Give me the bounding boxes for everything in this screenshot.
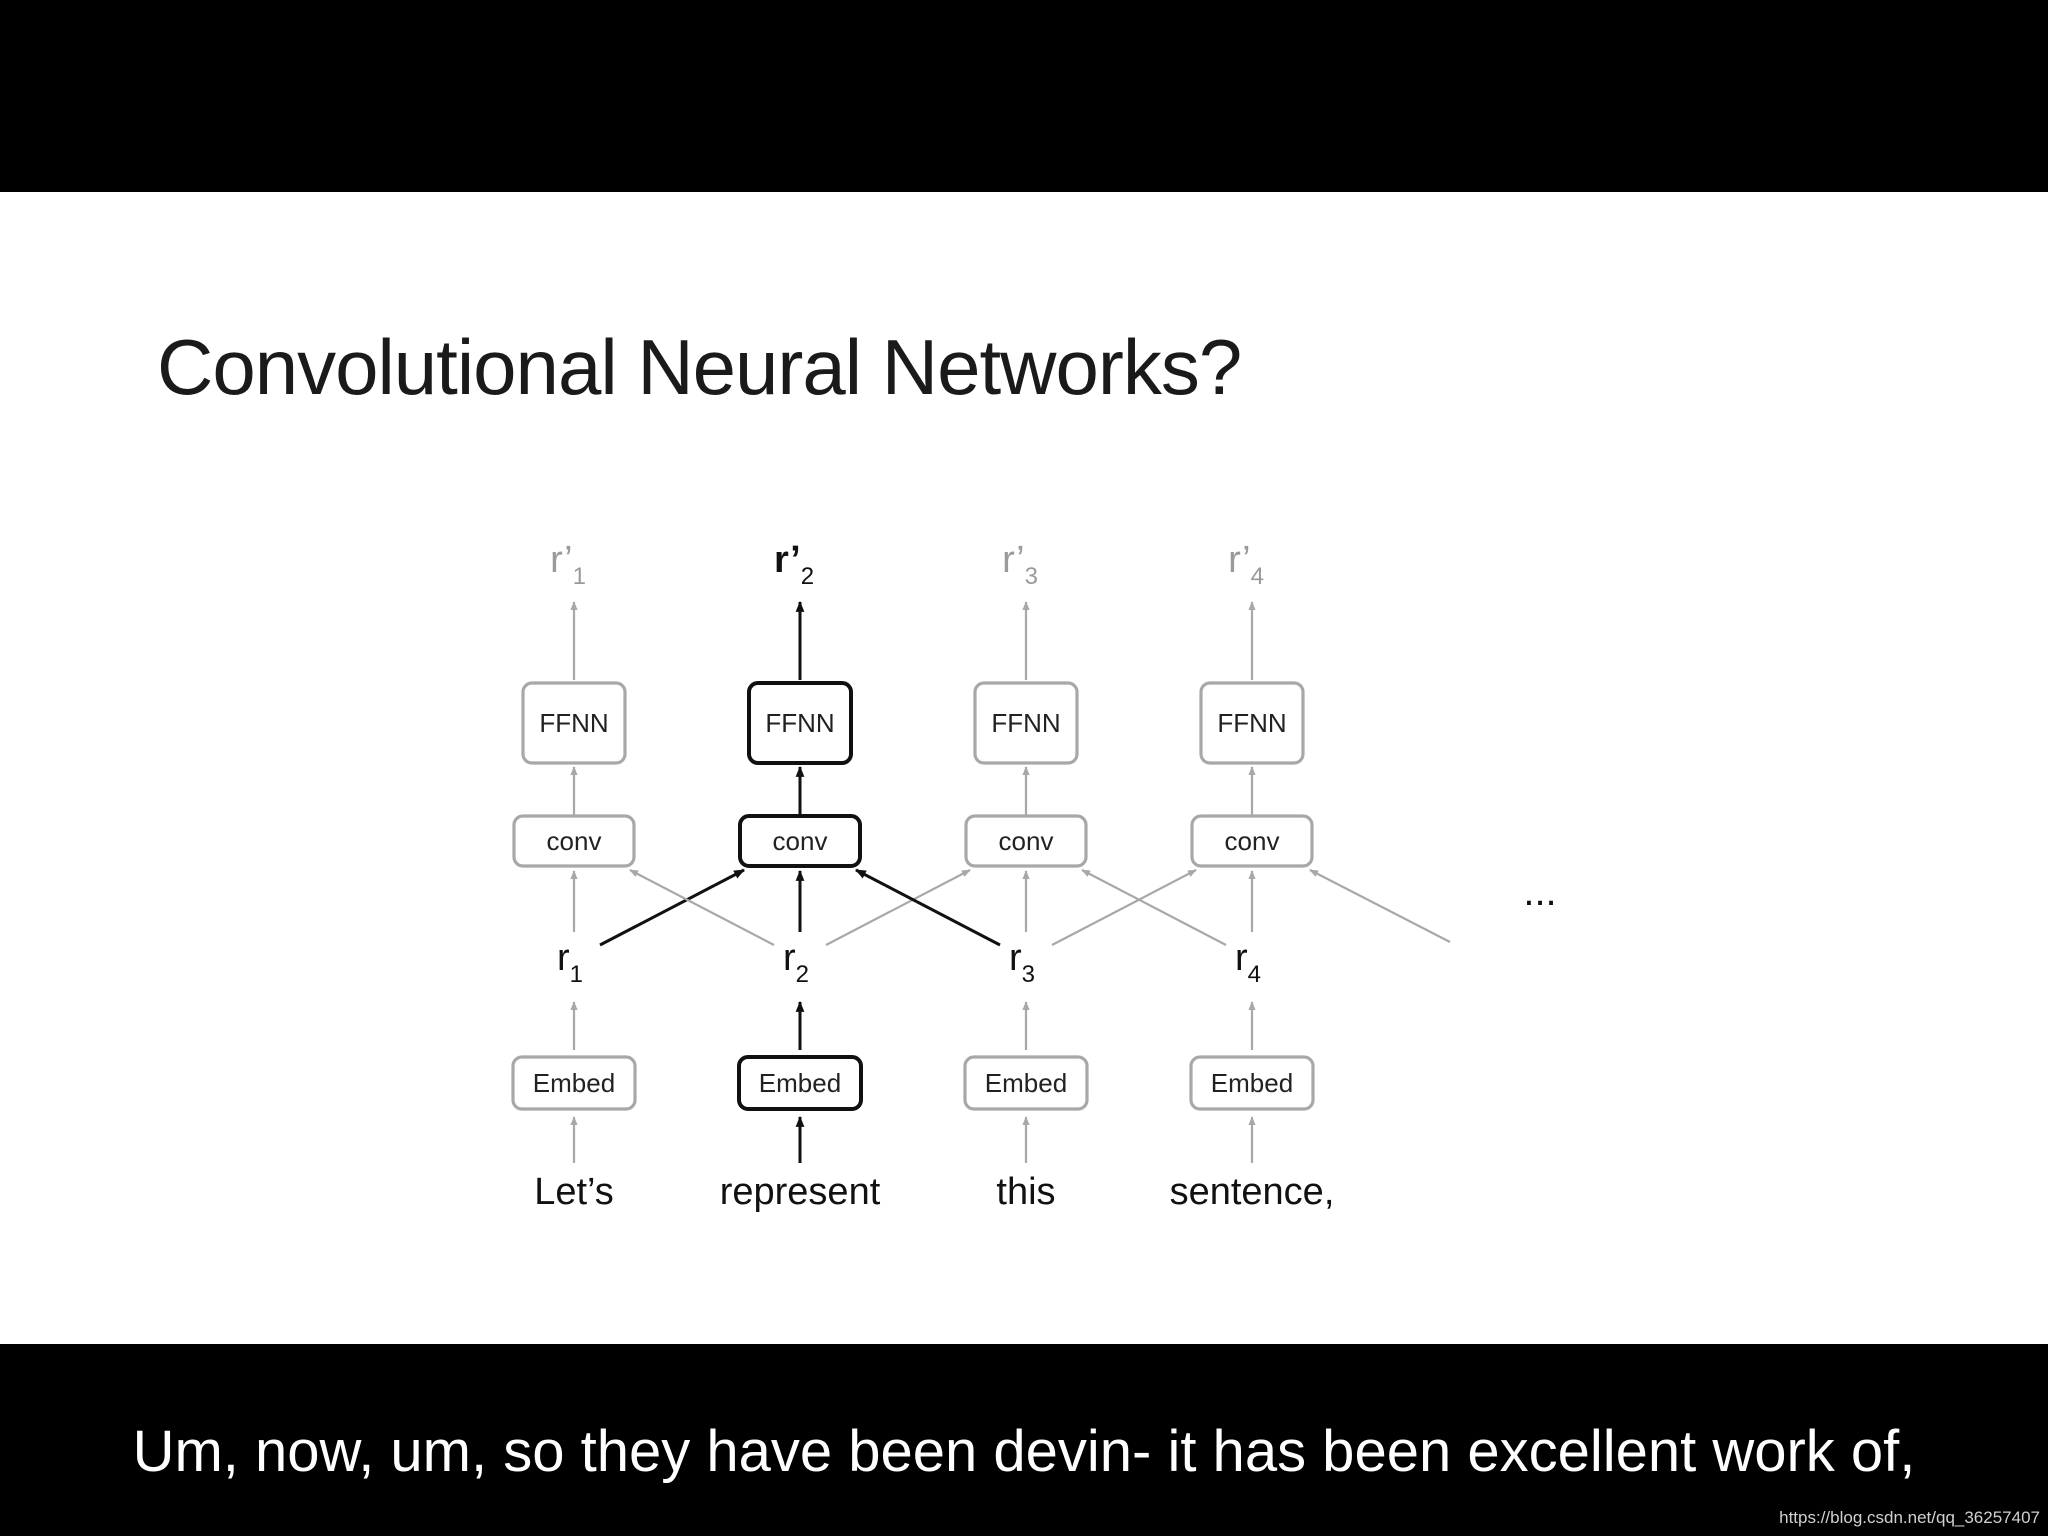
conv-box-1-label: conv [547,826,602,856]
conv-box-3-frame [964,814,1088,868]
output-r-prime-2: r’2 [774,539,814,590]
input-word-4: sentence, [1170,1171,1335,1213]
continuation-ellipsis: ... [1523,870,1556,914]
arrow-diag-r3-to-conv4 [1051,869,1197,946]
conv-box-1-frame [512,814,636,868]
embed-box-1-label: Embed [533,1068,615,1098]
conv-box-4-label: conv [1225,826,1280,856]
output-r-prime-1: r’1 [550,539,586,590]
subtitle-caption: Um, now, um, so they have been devin- it… [132,1419,1916,1484]
output-r-prime-3: r’3 [1002,539,1038,590]
embed-box-3-frame [963,1055,1089,1111]
ffnn-box-4-label: FFNN [1217,708,1286,738]
ffnn-box-2-label: FFNN [765,708,834,738]
ffnn-box-2-frame [747,681,853,765]
ffnn-box-4-frame [1199,681,1305,765]
input-word-1: Let’s [534,1171,614,1213]
embed-box-3: Embed [963,1055,1089,1111]
ffnn-box-3-frame [973,681,1079,765]
rep-r-2: r2 [783,937,809,988]
arrow-diag-r4-to-conv3 [1081,869,1227,946]
rep-r-3: r3 [1009,937,1035,988]
rep-r-4: r4 [1235,937,1261,988]
ffnn-box-1: FFNN [521,681,627,765]
conv-box-2-label: conv [773,826,828,856]
ffnn-box-2: FFNN [747,681,853,765]
watermark: https://blog.csdn.net/qq_36257407 [1779,1508,2040,1527]
embed-box-1: Embed [511,1055,637,1111]
ffnn-box-4: FFNN [1199,681,1305,765]
embed-box-2-label: Embed [759,1068,841,1098]
ffnn-box-1-frame [521,681,627,765]
conv-box-3-label: conv [999,826,1054,856]
embed-box-2: Embed [737,1055,863,1111]
conv-box-2: conv [738,814,862,868]
diagram-edges [570,600,1451,1163]
arrow-diag-r2-to-conv1 [629,869,775,946]
ffnn-box-3-label: FFNN [991,708,1060,738]
embed-box-4-frame [1189,1055,1315,1111]
conv-box-1: conv [512,814,636,868]
conv-box-4: conv [1190,814,1314,868]
output-r-prime-4: r’4 [1228,539,1264,590]
embed-box-4-label: Embed [1211,1068,1293,1098]
input-word-3: this [996,1171,1055,1213]
slide-title: Convolutional Neural Networks? [157,323,1242,411]
input-word-2: represent [720,1171,881,1213]
ffnn-box-1-label: FFNN [539,708,608,738]
embed-box-1-frame [511,1055,637,1111]
ffnn-box-3: FFNN [973,681,1079,765]
arrow-diag-r2-to-conv3 [825,869,971,946]
arrow-diag-r1-to-conv2 [599,868,745,947]
embed-box-3-label: Embed [985,1068,1067,1098]
embed-box-2-frame [737,1055,863,1111]
conv-box-4-frame [1190,814,1314,868]
rep-r-1: r1 [557,937,583,988]
embed-box-4: Embed [1189,1055,1315,1111]
conv-box-2-frame [738,814,862,868]
arrow-diag-r5-to-conv4 [1309,869,1451,943]
arrow-diag-r3-to-conv2 [855,868,1001,947]
conv-box-3: conv [964,814,1088,868]
